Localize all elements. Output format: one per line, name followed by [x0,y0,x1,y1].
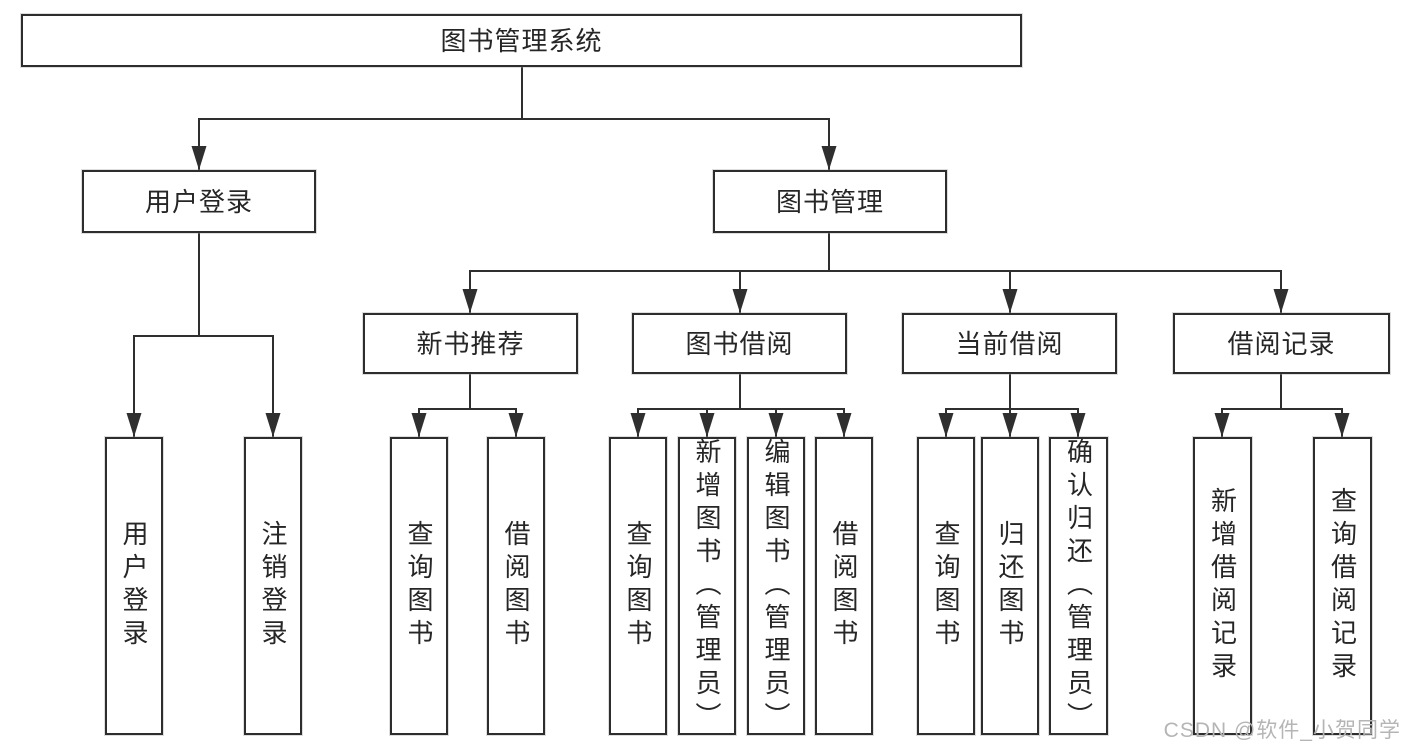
node-label: 图书管理系统 [440,25,603,56]
user-login-branch-connectors [126,232,281,438]
leaf-edit-books-admin: 编辑图书（管理员） [747,437,805,735]
node-label: 查询图书 [623,520,653,652]
node-label: 查询借阅记录 [1327,487,1358,685]
module-to-leaf-connectors [411,372,1350,438]
leaf-query-books-borrowing: 查询图书 [609,437,667,735]
leaf-borrow-books: 借阅图书 [815,437,873,735]
book-management-branch-connectors [462,232,1289,314]
leaf-add-books-admin: 新增图书（管理员） [678,437,736,735]
node-label: 查询图书 [931,520,961,652]
leaf-query-books-recommend: 查询图书 [390,437,448,735]
node-label: 图书借阅 [685,328,794,359]
root-to-level2-connectors [191,65,837,171]
node-label: 新增借阅记录 [1207,487,1238,685]
node-label: 查询图书 [404,520,434,652]
leaf-query-borrow-record: 查询借阅记录 [1313,437,1372,735]
node-label: 用户登录 [144,186,253,217]
node-current-borrowing: 当前借阅 [902,313,1117,374]
node-label: 借阅记录 [1227,328,1336,359]
node-label: 归还图书 [995,520,1025,652]
leaf-return-books: 归还图书 [981,437,1039,735]
leaf-user-login: 用户登录 [105,437,163,735]
node-label: 编辑图书（管理员） [761,437,791,735]
node-root-system: 图书管理系统 [21,14,1022,67]
node-label: 图书管理 [775,186,884,217]
node-label: 当前借阅 [955,328,1064,359]
node-label: 确认归还（管理员） [1063,437,1094,735]
node-borrowing-records: 借阅记录 [1173,313,1390,374]
csdn-watermark: CSDN @软件_小贺同学 [1163,719,1401,742]
node-book-borrowing: 图书借阅 [632,313,847,374]
node-user-login-branch: 用户登录 [82,170,316,233]
node-label: 新增图书（管理员） [692,437,722,735]
node-label: 借阅图书 [501,520,531,652]
leaf-borrow-books-recommend: 借阅图书 [487,437,545,735]
leaf-logout: 注销登录 [244,437,302,735]
node-label: 注销登录 [258,520,288,652]
leaf-add-borrow-record: 新增借阅记录 [1193,437,1252,735]
leaf-confirm-return-admin: 确认归还（管理员） [1049,437,1108,735]
leaf-query-books-current: 查询图书 [917,437,975,735]
node-label: 借阅图书 [829,520,859,652]
node-label: 用户登录 [119,520,149,652]
node-new-book-recommend: 新书推荐 [363,313,578,374]
node-book-management-branch: 图书管理 [713,170,947,233]
node-label: 新书推荐 [416,328,525,359]
